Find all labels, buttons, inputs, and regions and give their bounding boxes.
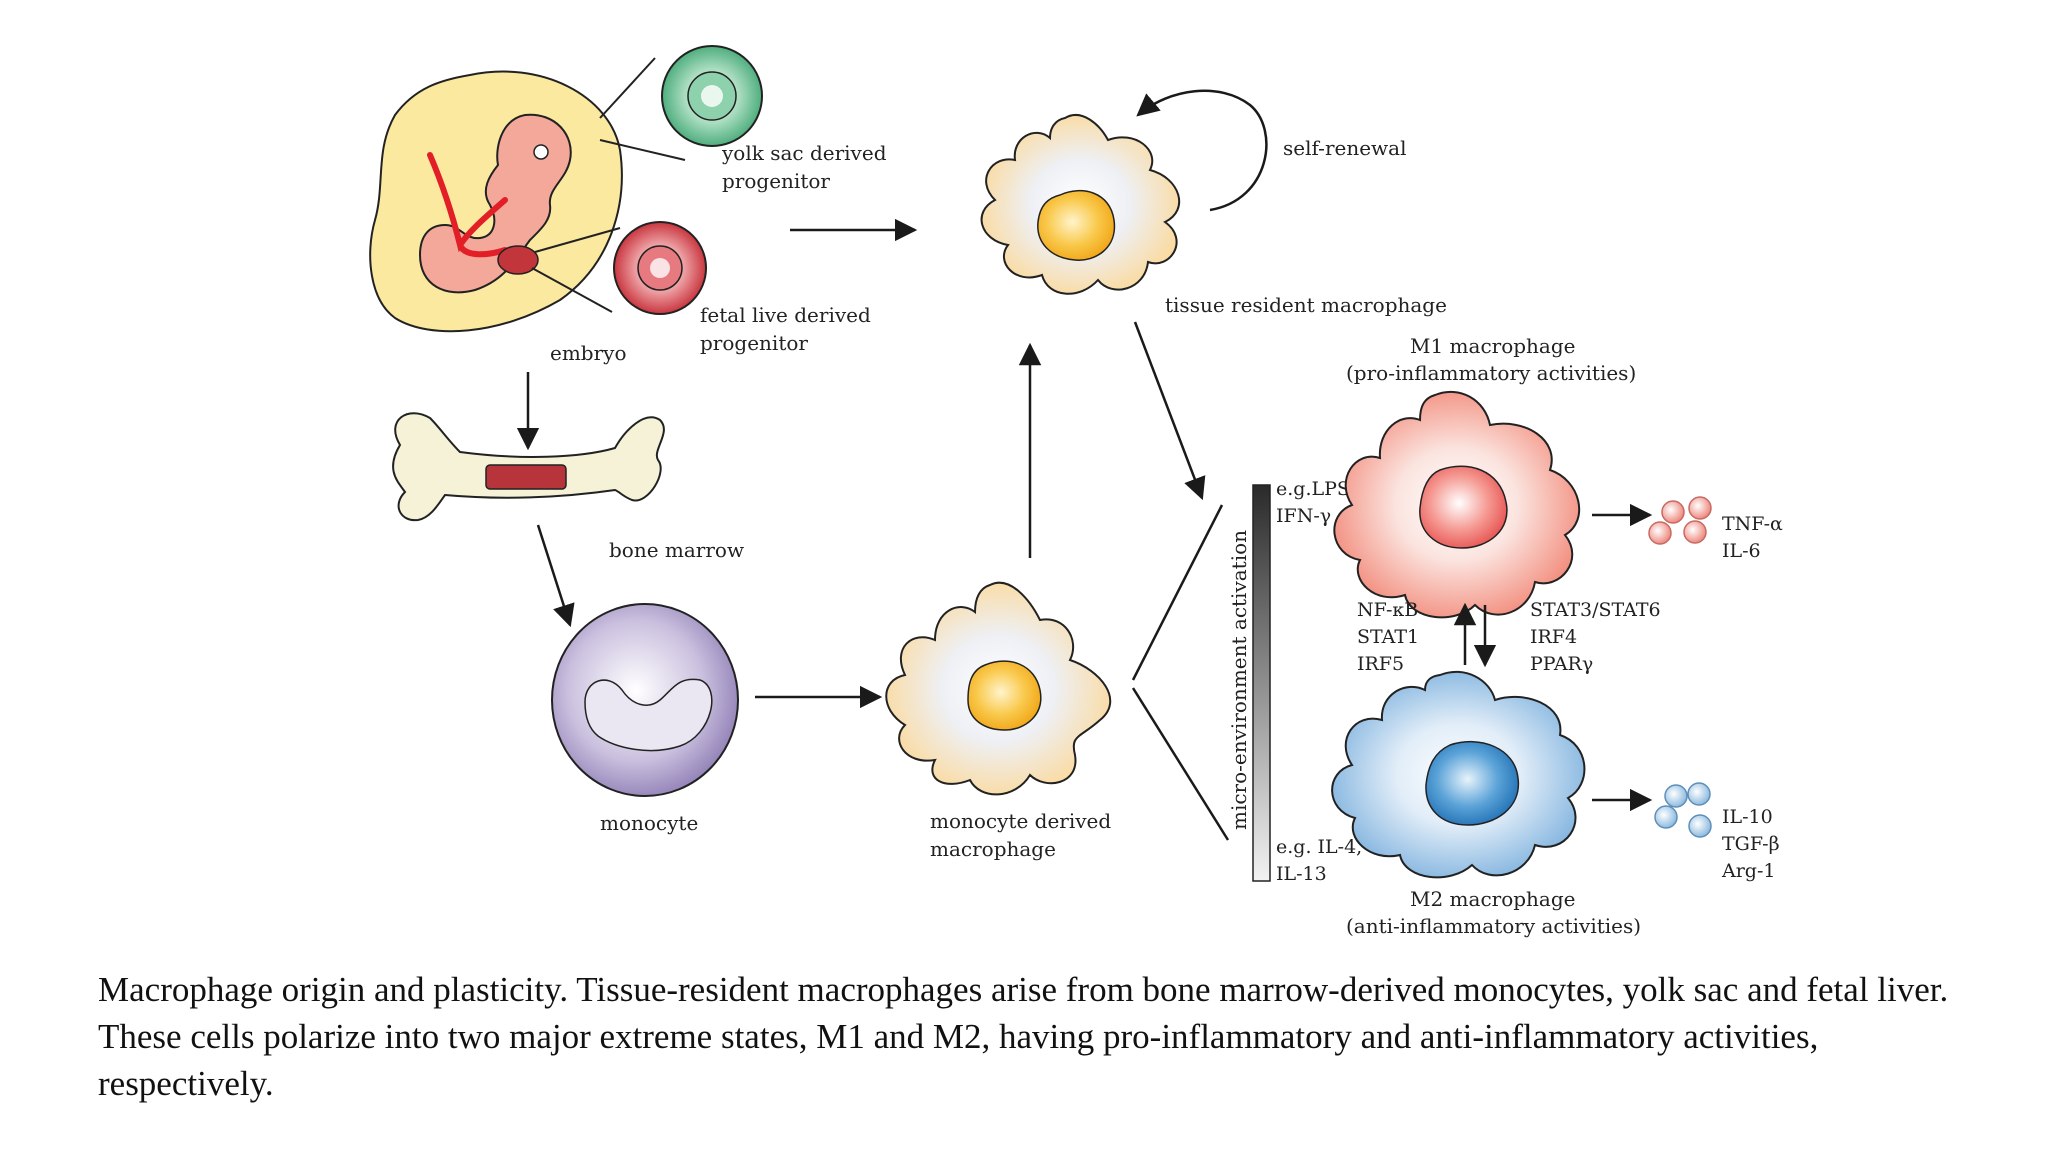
tissue-resident-label: tissue resident macrophage [1165,293,1447,317]
yolk-sac-progenitor-cell [661,45,763,147]
arrow-tissue-to-activation [1133,321,1206,501]
m1-tf-nfkb: NF-κB [1357,599,1418,621]
monocyte-nucleus [584,678,713,752]
m1-cytokine-il6: IL-6 [1722,540,1761,562]
split-line-upper [1131,504,1224,681]
yolk-sac-label-2: progenitor [722,169,830,193]
m2-stimulus-label-1: e.g. IL-4, [1276,836,1362,858]
m1-cytokine-dots [1648,496,1712,545]
m2-tf-ppar: PPARγ [1530,653,1593,675]
tissue-resident-macrophage-cell [980,114,1181,295]
monocyte-derived-macrophage-cell [885,581,1112,796]
m2-cytokine-tgfb: TGF-β [1722,833,1780,855]
monocyte-cell [551,603,739,797]
m2-tf-irf4: IRF4 [1530,626,1577,648]
activation-gradient-bar [1252,484,1271,882]
embryo-label: embryo [550,341,627,365]
m2-stimulus-label-2: IL-13 [1276,863,1327,885]
self-renewal-arrow [1136,89,1268,212]
embryo-eye [533,144,549,160]
monocyte-derived-label-2: macrophage [930,837,1056,861]
yolk-sac-label-1: yolk sac derived [721,141,887,165]
bone-illustration [392,412,665,522]
m1-tf-irf5: IRF5 [1357,653,1404,675]
monocyte-derived-macrophage-nucleus [967,660,1042,731]
fetal-liver-blob [497,245,539,275]
self-renewal-label: self-renewal [1283,136,1407,160]
arrow-bone-to-monocyte [536,524,575,628]
tissue-resident-macrophage-nucleus [1037,189,1116,261]
bone-marrow-label: bone marrow [609,538,744,562]
blood-vessel [427,152,508,258]
m1-stimulus-label-1: e.g.LPS, [1276,478,1355,500]
m2-cytokine-il10: IL-10 [1722,806,1773,828]
m2-tf-stat3-stat6: STAT3/STAT6 [1530,599,1661,621]
monocyte-label: monocyte [600,811,698,835]
m1-macrophage-cell [1333,390,1581,619]
fetal-liver-label-2: progenitor [700,331,808,355]
m2-cytokine-arg1: Arg-1 [1721,860,1775,882]
monocyte-derived-label-1: monocyte derived [930,809,1111,833]
m2-subtitle: (anti-inflammatory activities) [1346,914,1641,938]
split-line-lower [1131,687,1230,841]
embryo-illustration [369,57,686,333]
m1-stimulus-label-2: IFN-γ [1276,505,1331,527]
activation-bar-label: micro-environment activation [1227,530,1251,830]
m1-cytokine-tnf: TNF-α [1722,513,1783,535]
m1-nucleus [1419,465,1508,549]
marrow-shape [485,464,567,490]
fetal-liver-progenitor-cell [613,221,707,315]
m1-title: M1 macrophage [1410,334,1576,358]
m1-tf-stat1: STAT1 [1357,626,1419,648]
fetal-liver-label-1: fetal live derived [700,303,871,327]
m2-title: M2 macrophage [1410,887,1576,911]
figure-caption: Macrophage origin and plasticity. Tissue… [98,970,1949,1103]
m2-macrophage-cell [1331,670,1586,879]
m1-subtitle: (pro-inflammatory activities) [1346,361,1636,385]
m2-cytokine-dots [1654,782,1712,838]
m2-nucleus [1425,740,1520,826]
